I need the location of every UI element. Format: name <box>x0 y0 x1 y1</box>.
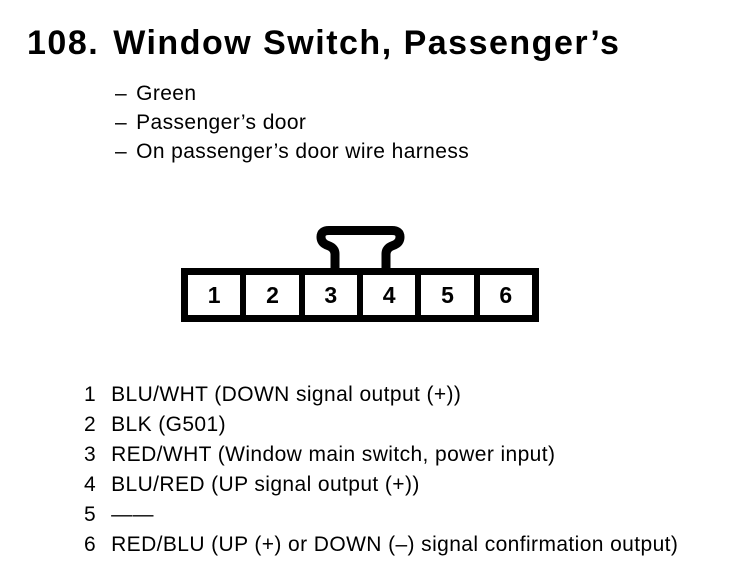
dash-marker: – <box>115 140 128 163</box>
pinout-row: 4 BLU/RED (UP signal output (+)) <box>84 470 678 500</box>
detail-item: –Green <box>115 79 469 108</box>
connector-lock-tab <box>316 226 405 275</box>
pinout-row: 3 RED/WHT (Window main switch, power inp… <box>84 440 678 470</box>
pin-description: RED/BLU (UP (+) or DOWN (–) signal confi… <box>111 533 679 556</box>
detail-list: –Green –Passenger’s door –On passenger’s… <box>115 79 469 166</box>
pin-number: 2 <box>84 413 97 436</box>
connector-pin-cell-6: 6 <box>479 275 532 315</box>
connector-body: 1 2 3 4 5 6 <box>181 268 539 322</box>
pinout-row: 5 —— <box>84 500 678 530</box>
connector-pin-cell-2: 2 <box>246 275 299 315</box>
pin-description: —— <box>111 503 154 526</box>
pin-number: 4 <box>84 473 97 496</box>
connector-pin-cell-4: 4 <box>362 275 416 315</box>
item-number: 108. <box>27 24 100 62</box>
pinout-row: 6 RED/BLU (UP (+) or DOWN (–) signal con… <box>84 530 678 560</box>
connector-pin-cell-5: 5 <box>421 275 474 315</box>
detail-item: –Passenger’s door <box>115 108 469 137</box>
pin-description: BLU/WHT (DOWN signal output (+)) <box>111 383 462 406</box>
pin-description: RED/WHT (Window main switch, power input… <box>111 443 556 466</box>
pin-description: BLK (G501) <box>111 413 226 436</box>
detail-item: –On passenger’s door wire harness <box>115 137 469 166</box>
pinout-row: 1 BLU/WHT (DOWN signal output (+)) <box>84 380 678 410</box>
page-heading: 108. Window Switch, Passenger’s <box>27 24 620 63</box>
dash-marker: – <box>115 82 128 105</box>
detail-text: Passenger’s door <box>136 111 307 134</box>
pin-number: 6 <box>84 533 97 556</box>
detail-text: On passenger’s door wire harness <box>136 140 470 163</box>
pin-number: 3 <box>84 443 97 466</box>
pin-number: 1 <box>84 383 97 406</box>
pinout-list: 1 BLU/WHT (DOWN signal output (+)) 2 BLK… <box>84 380 678 560</box>
pin-description: BLU/RED (UP signal output (+)) <box>111 473 420 496</box>
pinout-row: 2 BLK (G501) <box>84 410 678 440</box>
detail-text: Green <box>136 82 197 105</box>
pin-number: 5 <box>84 503 97 526</box>
connector-pin-cell-1: 1 <box>188 275 241 315</box>
dash-marker: – <box>115 111 128 134</box>
page-title: Window Switch, Passenger’s <box>113 24 621 62</box>
connector-pin-cell-3: 3 <box>304 275 357 315</box>
